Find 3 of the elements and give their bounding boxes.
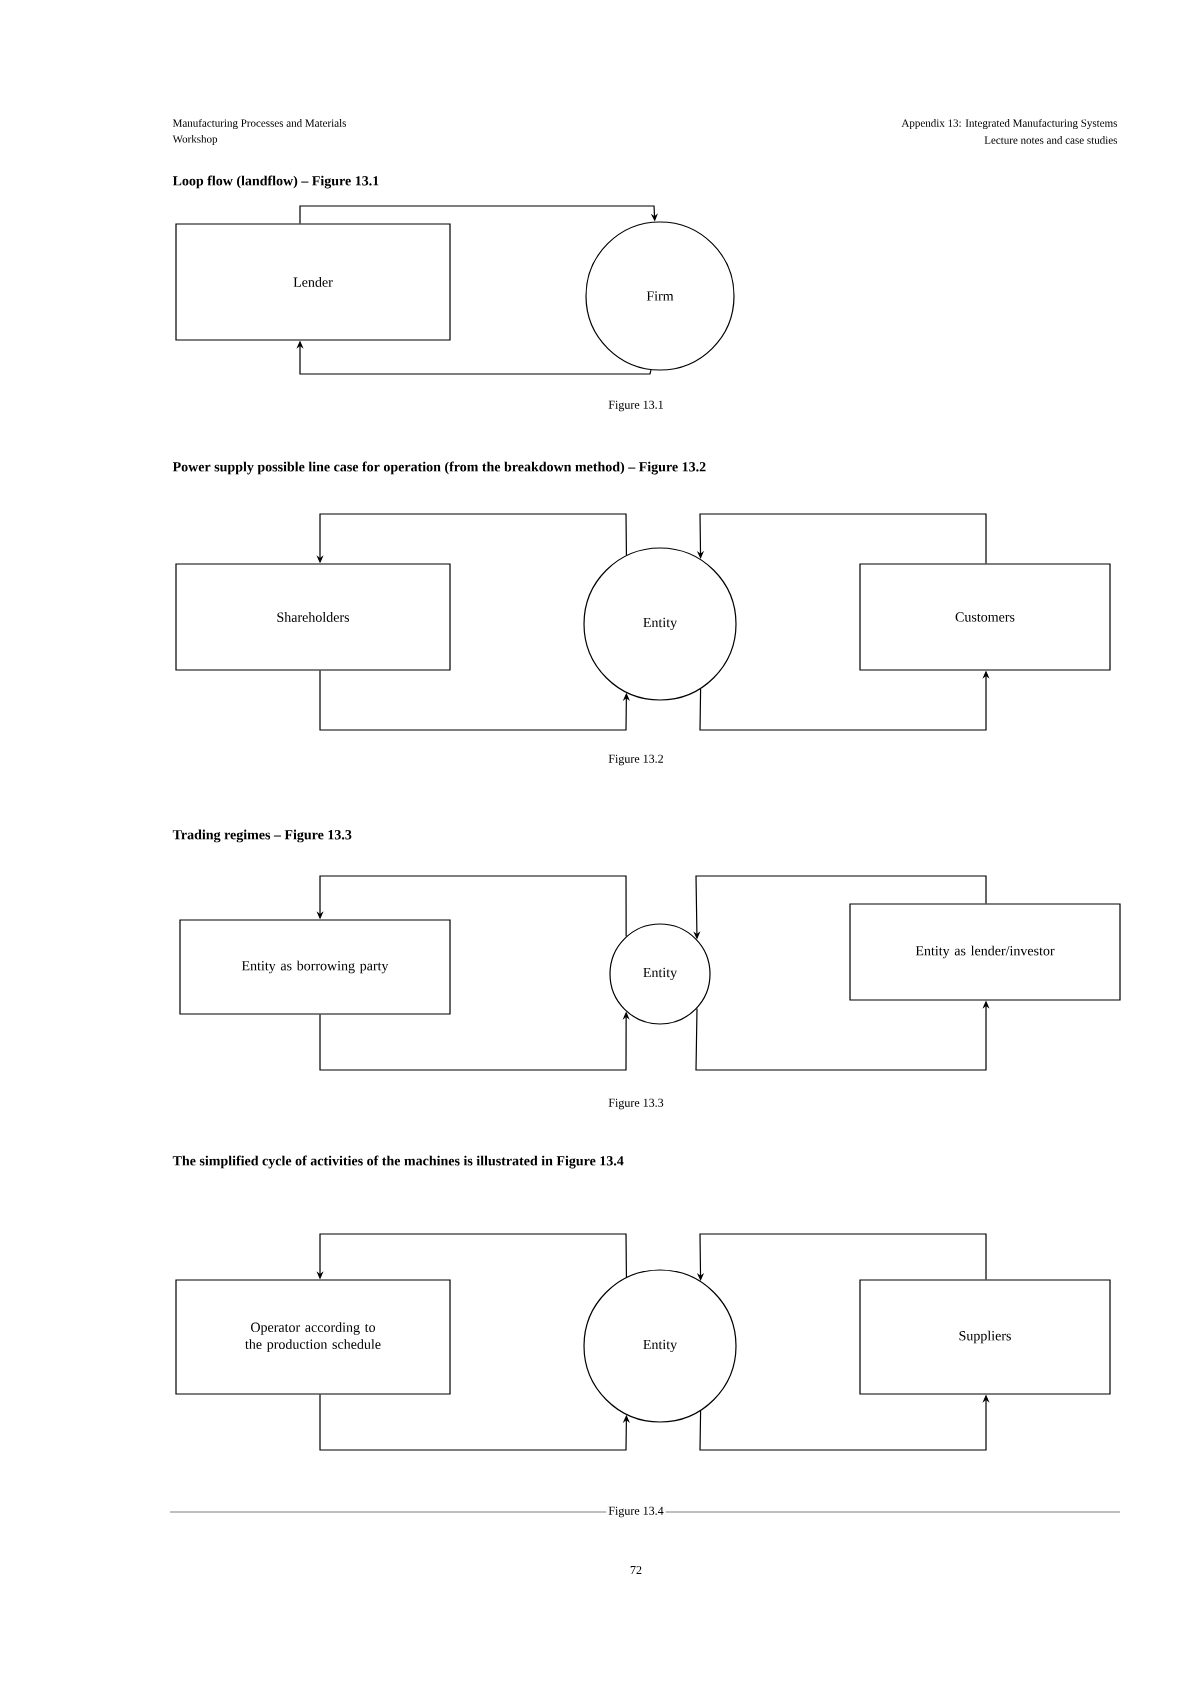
arrow <box>319 1394 630 1451</box>
arrow <box>319 670 630 731</box>
arrow <box>299 205 658 224</box>
